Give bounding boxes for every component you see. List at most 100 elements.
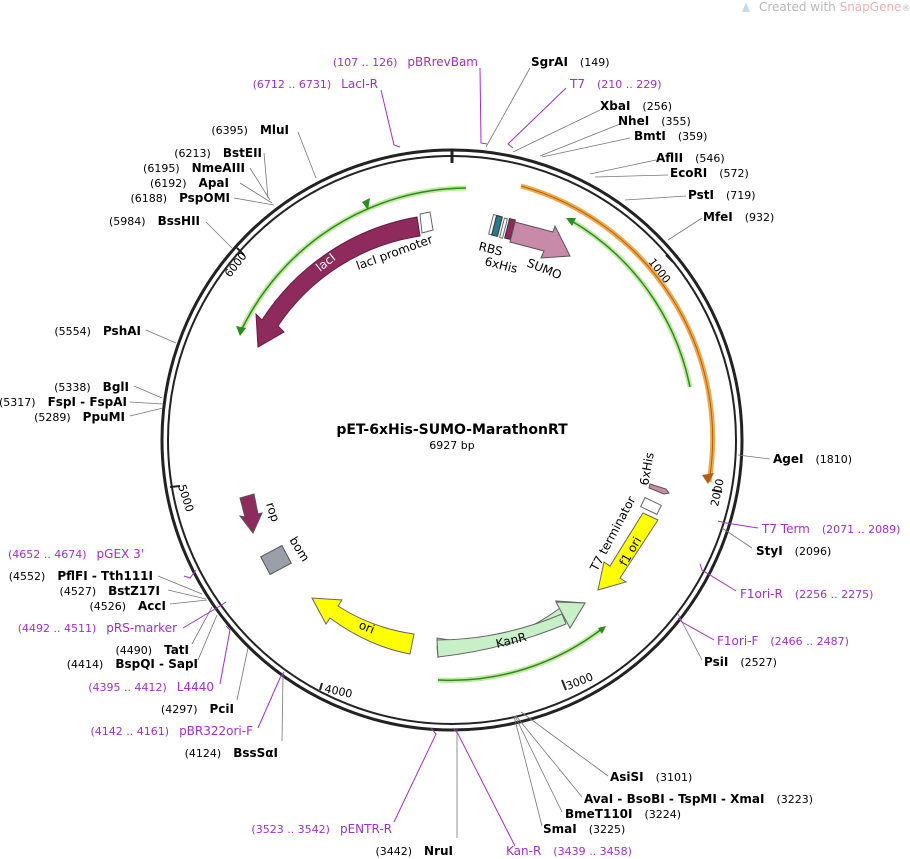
site-ApaI: ApaI <box>199 176 229 190</box>
leader-BssHII <box>205 221 233 249</box>
primer-leader-pRS-marker <box>182 601 227 629</box>
lacI-arrow <box>255 216 421 348</box>
primer-pBRrevBam: pBRrevBam <box>407 55 478 69</box>
site-NruI: NruI <box>424 844 453 858</box>
primer-leader-LacI-R <box>380 89 401 148</box>
site-MfeI-pos: (932) <box>745 211 775 224</box>
tick-1000 <box>665 254 674 263</box>
svg-text:(4492 .. 4511)pRS-marker: (4492 .. 4511) pRS-marker <box>18 621 177 635</box>
primer-pBR322ori-F: pBR322ori-F <box>179 724 253 738</box>
leader-MfeI <box>667 217 703 241</box>
leader-ApaI <box>239 182 273 204</box>
site-BstEII-pos: (6213) <box>174 147 211 160</box>
sumo-label: SUMO <box>525 256 564 283</box>
svg-text:(4490)TatI: (4490)TatI <box>115 643 189 657</box>
svg-text:(4552)PflFI - Tth111I: (4552)PflFI - Tth111I <box>9 569 153 583</box>
site-AvaI-pos: (3223) <box>777 793 814 806</box>
rop-label: rop <box>263 501 282 524</box>
svg-text:(5338)BglI: (5338)BglI <box>54 380 129 394</box>
primer-Kan-R: Kan-R <box>506 844 541 858</box>
svg-text:(4297)PciI: (4297)PciI <box>161 702 234 716</box>
leader-PpuMI <box>129 407 164 417</box>
leader-BspQI <box>197 614 218 661</box>
plasmid-size: 6927 bp <box>429 439 474 452</box>
site-BstZ17I: BstZ17I <box>108 584 160 598</box>
leader-MluI <box>297 131 317 179</box>
bom-label: bom <box>286 534 312 564</box>
tick-label-2000: 2000 <box>708 478 727 508</box>
svg-text:(5984)BssHII: (5984)BssHII <box>109 214 200 228</box>
svg-text:(4142 .. 4161)pBR322ori-F: (4142 .. 4161)pBR322ori-F <box>91 724 254 738</box>
site-NheI-pos: (355) <box>661 115 691 128</box>
site-XmaI: XmaI <box>730 792 764 806</box>
svg-text:NheI(355): NheI(355) <box>618 114 691 128</box>
primer-leader-pGEX3 <box>183 569 197 579</box>
site-AgeI: AgeI <box>773 452 803 466</box>
kanR-label: KanR <box>494 630 527 651</box>
site-PsiI: PsiI <box>704 655 728 669</box>
site-BglI-pos: (5338) <box>54 381 91 394</box>
svg-text:AflII(546): AflII(546) <box>656 151 725 165</box>
orf-arc-top-left-core <box>239 187 467 334</box>
orf-arc-bottom-arrowhead <box>598 626 606 634</box>
primer-T7: T7 <box>569 77 585 91</box>
orf-arc-bottom-core <box>437 627 604 682</box>
site-sep: - <box>76 395 89 409</box>
orf-arcs <box>236 185 693 683</box>
leader-AsiSI <box>520 711 609 777</box>
svg-text:(5554)PshAI: (5554)PshAI <box>54 324 141 338</box>
site-EcoRI-pos: (572) <box>719 167 749 180</box>
svg-text:(3523 .. 3542)pENTR-R: (3523 .. 3542)pENTR-R <box>251 822 392 836</box>
site-BmeT110I: BmeT110I <box>565 807 633 821</box>
site-AgeI-pos: (1810) <box>815 453 852 466</box>
site-PspOMI: PspOMI <box>179 191 230 205</box>
tick-label-5000: 5000 <box>175 483 196 514</box>
site-EcoRI: EcoRI <box>670 166 707 180</box>
leader-XbaI <box>512 109 601 153</box>
site-FspI-pos: (5317) <box>0 396 36 409</box>
site-sep: - <box>613 792 626 806</box>
primer-leader-F1ori-F <box>677 617 715 641</box>
svg-text:BmtI(359): BmtI(359) <box>634 129 707 143</box>
svg-text:XbaI(256): XbaI(256) <box>600 99 672 113</box>
leader-AflII <box>589 159 657 175</box>
tick-3000 <box>561 679 567 691</box>
svg-text:AvaI - BsoBI - TspMI - XmaI(32: AvaI - BsoBI - TspMI - XmaI(3223) <box>584 792 813 806</box>
site-StyI: StyI <box>756 544 783 558</box>
primer-pENTR-R-range: (3523 .. 3542) <box>251 823 330 836</box>
primer-pRS-marker: pRS-marker <box>106 621 177 635</box>
lacI-promoter-box <box>419 211 434 234</box>
leader-PciI <box>236 647 249 701</box>
site-TatI-pos: (4490) <box>115 644 152 657</box>
svg-text:(107 .. 126)pBRrevBam: (107 .. 126)pBRrevBam <box>333 55 478 69</box>
site-BssSaI: BssSαI <box>233 746 278 760</box>
leader-StyI <box>721 527 753 549</box>
primer-leader-L4440 <box>219 625 231 685</box>
primer-pRS-marker-range: (4492 .. 4511) <box>18 622 97 635</box>
site-SgrAI: SgrAI <box>531 55 568 69</box>
site-MfeI: MfeI <box>703 210 733 224</box>
primer-leader-Kan-R <box>452 727 516 847</box>
watermark-reg: ® <box>901 4 910 14</box>
sumo-arrow <box>509 221 571 259</box>
his-outer-arrow <box>648 483 670 495</box>
site-SmaI-pos: (3225) <box>589 823 626 836</box>
site-PflFI: PflFI <box>57 569 87 583</box>
primer-F1ori-F: F1ori-F <box>717 634 758 648</box>
site-MluI: MluI <box>260 123 289 137</box>
site-BmtI-pos: (359) <box>678 130 708 143</box>
leader-SmaI <box>513 715 543 827</box>
leader-NmeAIII <box>249 167 271 201</box>
leader-AccI <box>169 599 208 605</box>
primer-leader-pBRrevBam <box>479 67 488 145</box>
leader-FspI <box>129 401 164 405</box>
svg-text:T7(210 .. 229): T7(210 .. 229) <box>569 77 662 91</box>
site-PsiI-pos: (2527) <box>740 656 777 669</box>
svg-text:(5317)FspI - FspAI: (5317)FspI - FspAI <box>0 395 127 409</box>
site-Tth111I: Tth111I <box>101 569 153 583</box>
svg-text:(5289)PpuMI: (5289)PpuMI <box>34 410 125 424</box>
site-FspAI: FspAI <box>89 395 127 409</box>
site-AccI: AccI <box>138 599 166 613</box>
plasmid-name: pET-6xHis-SUMO-MarathonRT <box>336 422 568 438</box>
site-AsiSI-pos: (3101) <box>656 771 693 784</box>
